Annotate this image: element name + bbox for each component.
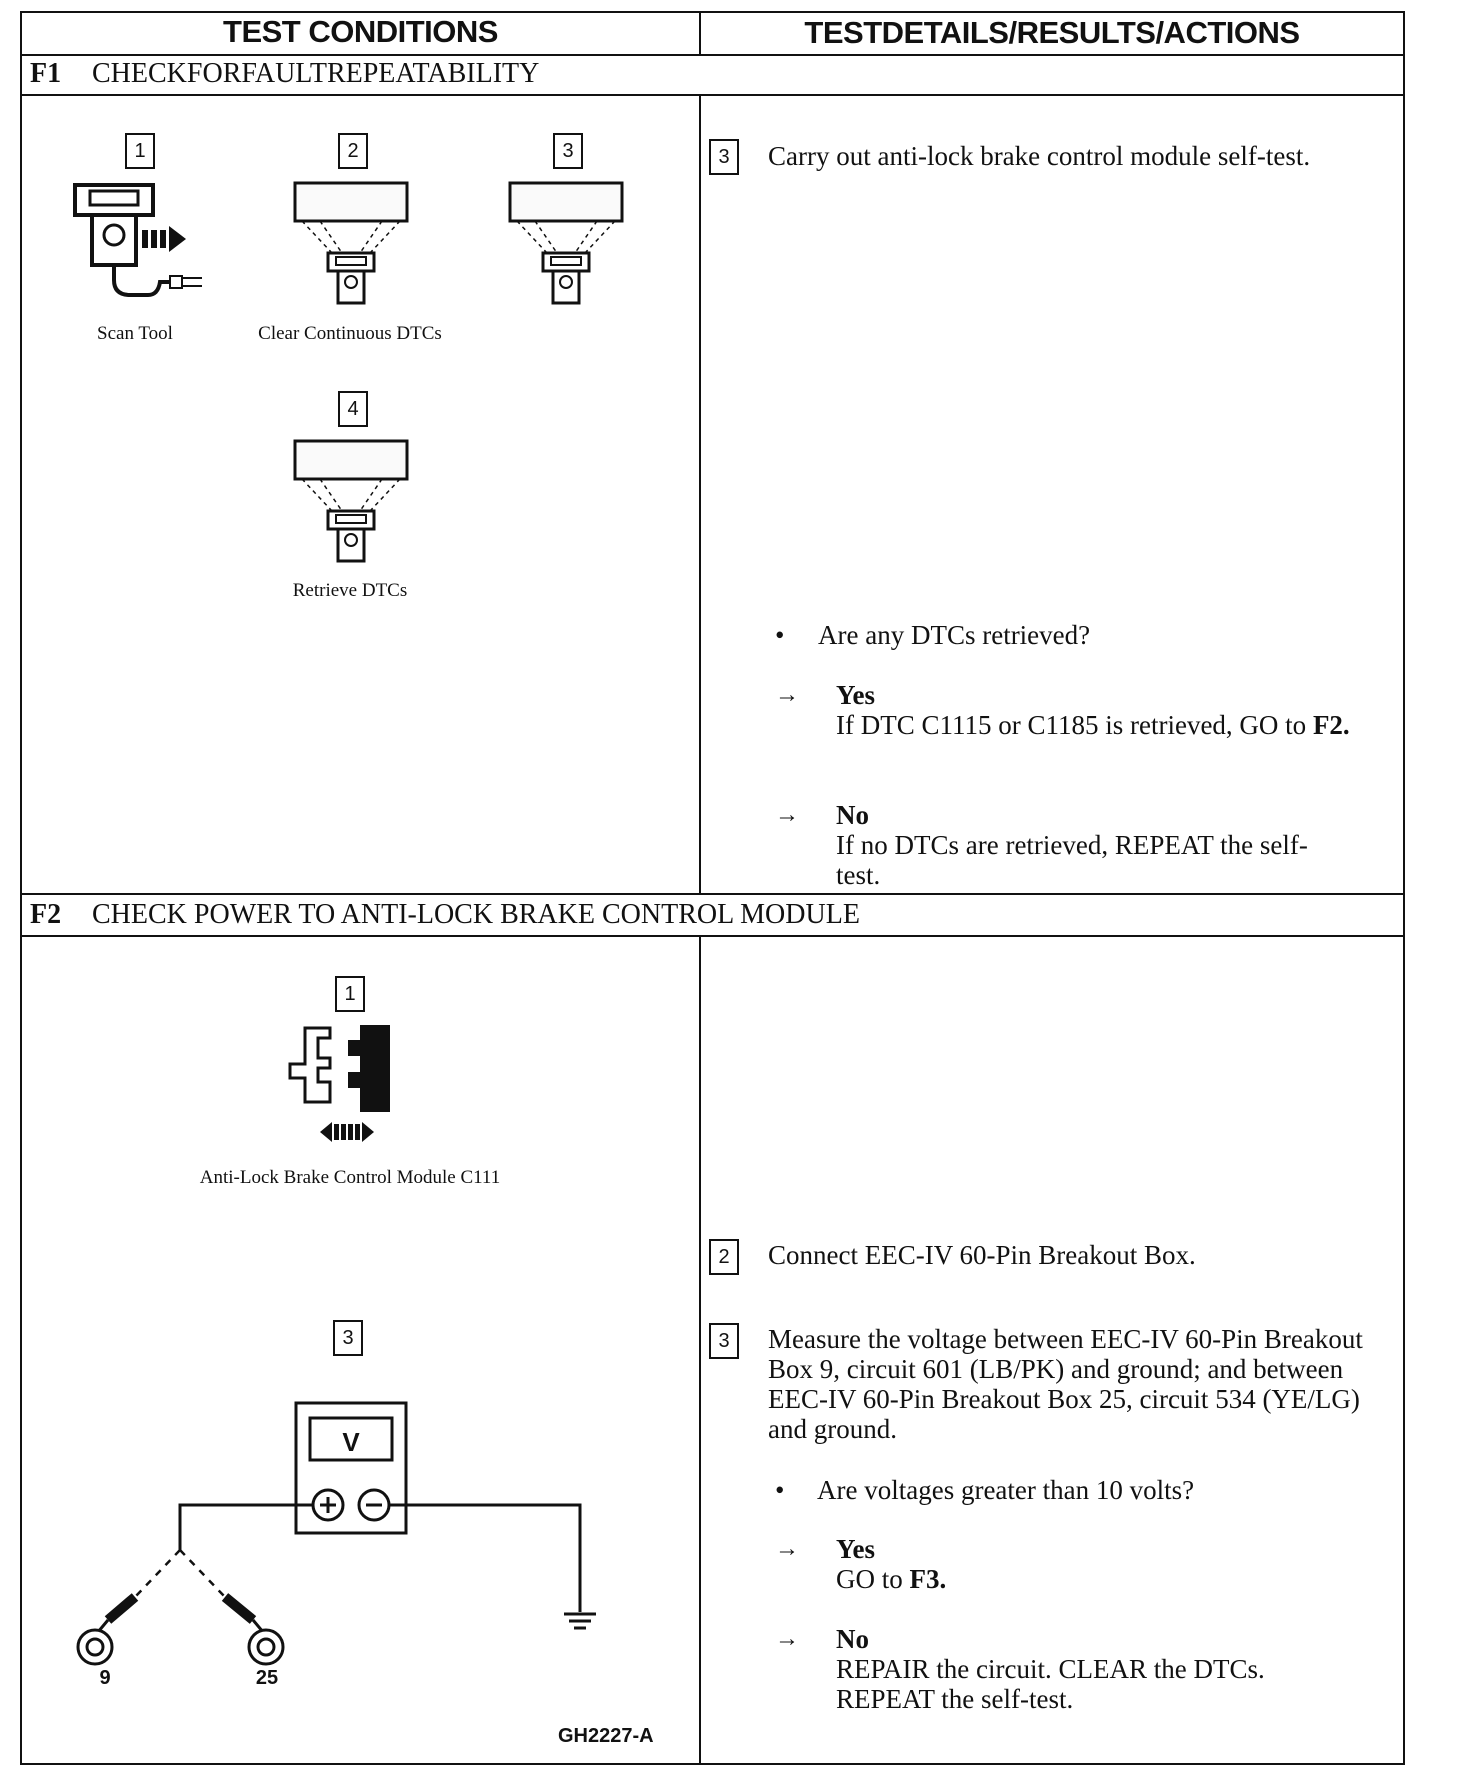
f1-yes-target: F2. xyxy=(1312,710,1350,740)
retrieve-dtcs-icon xyxy=(293,439,409,563)
column-divider-header xyxy=(699,11,701,55)
self-test-icon xyxy=(508,181,624,305)
caption-scan-tool: Scan Tool xyxy=(97,323,173,344)
f2-step-1-box: 1 xyxy=(335,976,365,1012)
f2-id: F2 xyxy=(30,899,62,930)
f2-title-divider xyxy=(20,935,1405,937)
arrow-right-icon: → xyxy=(775,682,799,708)
f1-title-divider xyxy=(20,94,1405,96)
f1-yes-instruction: If DTC C1115 or C1185 is retrieved, GO t… xyxy=(836,710,1307,740)
column-divider-f1 xyxy=(699,94,701,894)
f1-step-1-box: 1 xyxy=(125,133,155,169)
f2-step-3-text: Measure the voltage between EEC-IV 60-Pi… xyxy=(768,1324,1363,1444)
figure-code: GH2227-A xyxy=(558,1725,654,1747)
f1-detail-step-3-box: 3 xyxy=(709,139,739,175)
f1-step-4-box: 4 xyxy=(338,391,368,427)
f1-title: CHECKFORFAULTREPEATABILITY xyxy=(92,58,540,89)
f2-question: Are voltages greater than 10 volts? xyxy=(817,1475,1195,1505)
f1-step-2-box: 2 xyxy=(338,133,368,169)
header-divider xyxy=(20,54,1405,56)
f2-yes-instruction: GO to xyxy=(836,1564,903,1594)
f1-no-label: No xyxy=(836,800,869,830)
pin-25-label: 25 xyxy=(255,1667,279,1689)
f2-title-row: F2 CHECK POWER TO ANTI-LOCK BRAKE CONTROL… xyxy=(30,899,860,931)
f2-no-text: REPAIR the circuit. CLEAR the DTCs. REPE… xyxy=(836,1654,1265,1714)
f1-question: Are any DTCs retrieved? xyxy=(818,620,1091,650)
voltmeter-diagram xyxy=(76,1401,596,1666)
f2-title: CHECK POWER TO ANTI-LOCK BRAKE CONTROL M… xyxy=(92,899,860,930)
f2-yes-text: GO to F3. xyxy=(836,1564,1376,1594)
f1-step-3-text: Carry out anti-lock brake control module… xyxy=(768,141,1311,171)
header-test-conditions: TEST CONDITIONS xyxy=(223,14,498,49)
pin-9-label: 9 xyxy=(99,1667,111,1689)
arrow-right-icon: → xyxy=(775,802,799,828)
bullet-icon: • xyxy=(775,1475,785,1505)
f2-yes-label: Yes xyxy=(836,1534,875,1564)
f2-yes-target: F3. xyxy=(909,1564,947,1594)
f2-detail-step-3-box: 3 xyxy=(709,1323,739,1359)
caption-clear-dtcs: Clear Continuous DTCs xyxy=(258,323,442,344)
caption-retrieve-dtcs: Retrieve DTCs xyxy=(292,580,408,601)
table-border-right xyxy=(1403,11,1405,1765)
f2-top-divider xyxy=(20,893,1405,895)
table-border-left xyxy=(20,11,22,1765)
f2-no-label: No xyxy=(836,1624,869,1654)
f1-no-text: If no DTCs are retrieved, REPEAT the sel… xyxy=(836,830,1308,890)
meter-display-label: V xyxy=(342,1427,360,1457)
scan-tool-icon xyxy=(73,183,202,297)
f2-detail-step-2-box: 2 xyxy=(709,1239,739,1275)
f1-id: F1 xyxy=(30,58,62,89)
f1-yes-text: If DTC C1115 or C1185 is retrieved, GO t… xyxy=(836,710,1396,740)
f1-yes-label: Yes xyxy=(836,680,875,710)
table-border-bottom xyxy=(20,1763,1405,1765)
caption-module-c111: Anti-Lock Brake Control Module C111 xyxy=(199,1167,501,1188)
arrow-right-icon: → xyxy=(775,1626,799,1652)
table-border-top xyxy=(20,11,1405,13)
arrow-right-icon: → xyxy=(775,1536,799,1562)
f2-step-2-text: Connect EEC-IV 60-Pin Breakout Box. xyxy=(768,1240,1196,1270)
f1-title-row: F1 CHECKFORFAULTREPEATABILITY xyxy=(30,58,539,90)
f2-step-3-box: 3 xyxy=(333,1320,363,1356)
clear-dtcs-icon xyxy=(293,181,409,305)
column-divider-f2 xyxy=(699,935,701,1765)
header-test-details: TESTDETAILS/RESULTS/ACTIONS xyxy=(804,15,1300,50)
connector-icon xyxy=(288,1025,390,1142)
f1-step-3-box: 3 xyxy=(553,133,583,169)
bullet-icon: • xyxy=(775,620,785,650)
